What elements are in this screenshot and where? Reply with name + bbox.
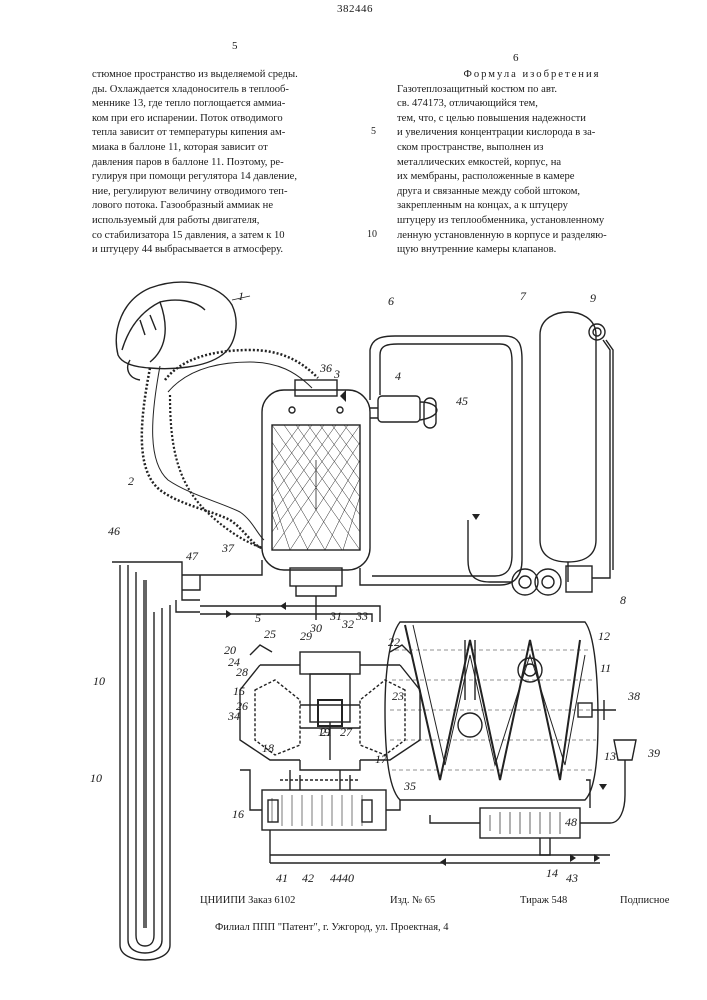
figure-label: 11 bbox=[600, 661, 611, 675]
footer-subscription: Подписное bbox=[620, 895, 669, 906]
figure-label: 39 bbox=[647, 746, 660, 760]
figure-label: 10 bbox=[90, 771, 102, 785]
figure-label: 43 bbox=[566, 871, 578, 885]
figure-label: 7 bbox=[520, 289, 527, 303]
figure-label: 3 bbox=[333, 367, 340, 381]
figure-label: 16 bbox=[232, 807, 244, 821]
figure-label: 18 bbox=[262, 741, 274, 755]
figure-label: 38 bbox=[627, 689, 640, 703]
figure-label: 4 bbox=[395, 369, 401, 383]
figure-label: 13 bbox=[604, 749, 616, 763]
figure-label: 48 bbox=[565, 815, 577, 829]
figure-label: 30 bbox=[309, 621, 322, 635]
cartridge bbox=[262, 380, 370, 620]
figure-label: 49 bbox=[0, 0, 12, 3]
figure-label: 14 bbox=[546, 866, 558, 880]
figure-label: 42 bbox=[302, 871, 314, 885]
figure-label: 2 bbox=[128, 474, 134, 488]
figure-label: 47 bbox=[186, 549, 199, 563]
figure-label: 15 bbox=[233, 684, 245, 698]
footer-address: Филиал ППП "Патент", г. Ужгород, ул. Про… bbox=[215, 922, 449, 933]
figure-label: 27 bbox=[340, 725, 353, 739]
figure-label: 10 bbox=[93, 674, 105, 688]
figure-label: 12 bbox=[598, 629, 610, 643]
figure-label: 6 bbox=[388, 294, 394, 308]
figure-label: 5 bbox=[255, 611, 261, 625]
figure-label: 37 bbox=[221, 541, 235, 555]
figure-label: 31 bbox=[329, 609, 342, 623]
figure-label: 23 bbox=[392, 689, 404, 703]
figure-label: 9 bbox=[590, 291, 596, 305]
figure-label: 33 bbox=[355, 609, 368, 623]
figure-label: 28 bbox=[236, 665, 248, 679]
footer-circulation: Тираж 548 bbox=[520, 895, 567, 906]
figure-label: 25 bbox=[264, 627, 276, 641]
figure-label: 46 bbox=[108, 524, 120, 538]
figure-label: 1 bbox=[238, 289, 244, 303]
figure-label: 40 bbox=[342, 871, 354, 885]
figure-label: 35 bbox=[403, 779, 416, 793]
figure-label: 17 bbox=[375, 752, 388, 766]
figure-label: 21 bbox=[320, 725, 332, 739]
figure-label: 44 bbox=[330, 871, 342, 885]
figure-label: 34 bbox=[227, 709, 240, 723]
footer-edition: Изд. № 65 bbox=[390, 895, 435, 906]
figure-label: 41 bbox=[276, 871, 288, 885]
figure-label: 32 bbox=[341, 617, 354, 631]
footer-print-shop: ЦНИИПИ Заказ 6102 bbox=[200, 895, 295, 906]
figure-label: 45 bbox=[456, 394, 468, 408]
figure-label: 36 bbox=[319, 361, 332, 375]
figure-label: 22 bbox=[388, 635, 400, 649]
figure-label: 8 bbox=[620, 593, 626, 607]
